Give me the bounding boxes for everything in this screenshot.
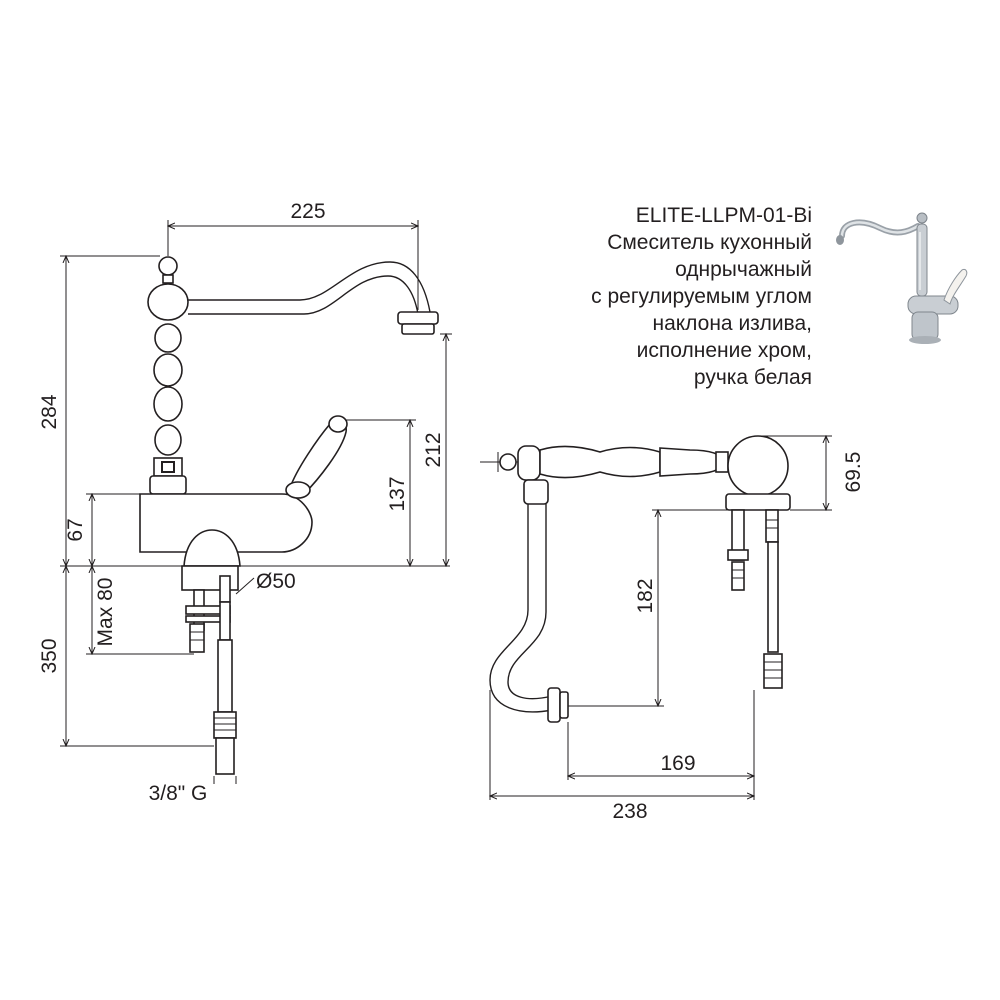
dim-spout-height: 212 (422, 432, 445, 467)
front-view (60, 220, 452, 784)
dim-handle-height: 137 (386, 476, 409, 511)
description-line: наклона излива, (652, 312, 812, 335)
description-line: ручка белая (693, 366, 812, 389)
description-line: исполнение хром, (636, 339, 812, 362)
dim-base-diameter: Ø50 (256, 570, 296, 593)
dim-head-height: 69.5 (842, 452, 865, 493)
dim-body-height: 67 (64, 518, 87, 541)
product-code: ELITE-LLPM-01-Bi (635, 204, 812, 227)
dim-total-width: 238 (612, 800, 647, 823)
dim-drop: 182 (634, 578, 657, 613)
description-line: с регулируемым углом (591, 285, 812, 308)
side-view (480, 436, 832, 800)
dim-total-height: 284 (38, 394, 61, 429)
dim-hose-length: 350 (38, 638, 61, 673)
product-description: ELITE-LLPM-01-Bi Смеситель кухонный однр… (591, 202, 812, 391)
dim-spout-reach: 225 (290, 200, 325, 223)
description-line: однрычажный (675, 258, 812, 281)
dim-connection: 3/8" G (149, 782, 208, 805)
description-line: Смеситель кухонный (607, 231, 812, 254)
dim-offset: 169 (660, 752, 695, 775)
faucet-thumbnail-image (836, 212, 968, 344)
dim-max-thickness: Max 80 (94, 578, 117, 647)
